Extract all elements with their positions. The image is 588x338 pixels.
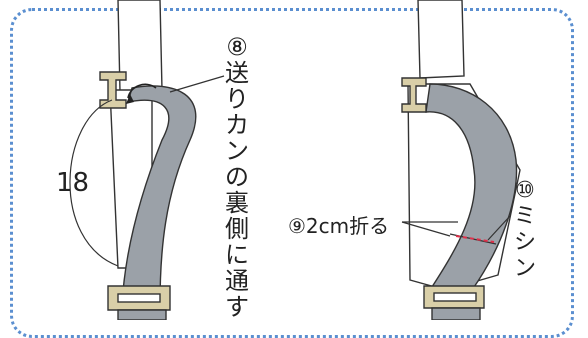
step8-char: カ	[225, 111, 249, 139]
leader-line-10	[487, 215, 511, 241]
dimension-arc	[69, 99, 119, 267]
illustration	[69, 0, 521, 320]
lower-strap-left	[117, 309, 167, 320]
left-figure	[69, 0, 225, 320]
step10-char: ン	[513, 256, 536, 281]
leader-line-9a	[401, 221, 451, 237]
right-figure	[401, 0, 521, 320]
bottom-buckle-slot-right	[433, 292, 477, 302]
top-buckle-left	[99, 71, 127, 109]
measure-label: 18	[56, 168, 90, 198]
step10-label: ⑩ ミ シ ン	[510, 178, 540, 282]
lower-strap-right	[431, 307, 481, 320]
step8-char: の	[225, 163, 249, 191]
step10-char: ミ	[513, 204, 536, 229]
step8-number: ⑧	[226, 33, 248, 61]
step10-char: シ	[513, 230, 536, 255]
step10-number: ⑩	[515, 178, 535, 203]
step8-char: 送	[225, 59, 249, 87]
diagram-stage: ⑧ 送 り カ ン の 裏 側 に 通 す 18 ⑨2cm折る ⑩ ミ シ ン	[10, 0, 574, 338]
leader-line-8	[169, 75, 225, 93]
step8-char: ン	[225, 137, 249, 165]
step8-char: に	[225, 241, 249, 269]
bottom-buckle-slot-left	[117, 293, 161, 303]
step8-char: す	[225, 293, 249, 321]
step8-char: 裏	[225, 189, 249, 217]
step9-label: ⑨2cm折る	[288, 214, 390, 238]
step8-char: り	[225, 85, 249, 113]
arrow-curve	[127, 83, 157, 99]
step8-char: 側	[225, 215, 249, 243]
arrow-head-icon	[126, 94, 134, 104]
step8-char: 通	[225, 267, 249, 295]
step8-label: ⑧ 送 り カ ン の 裏 側 に 通 す	[222, 34, 252, 320]
upper-strap-right	[417, 0, 465, 79]
top-buckle-right	[401, 77, 427, 113]
